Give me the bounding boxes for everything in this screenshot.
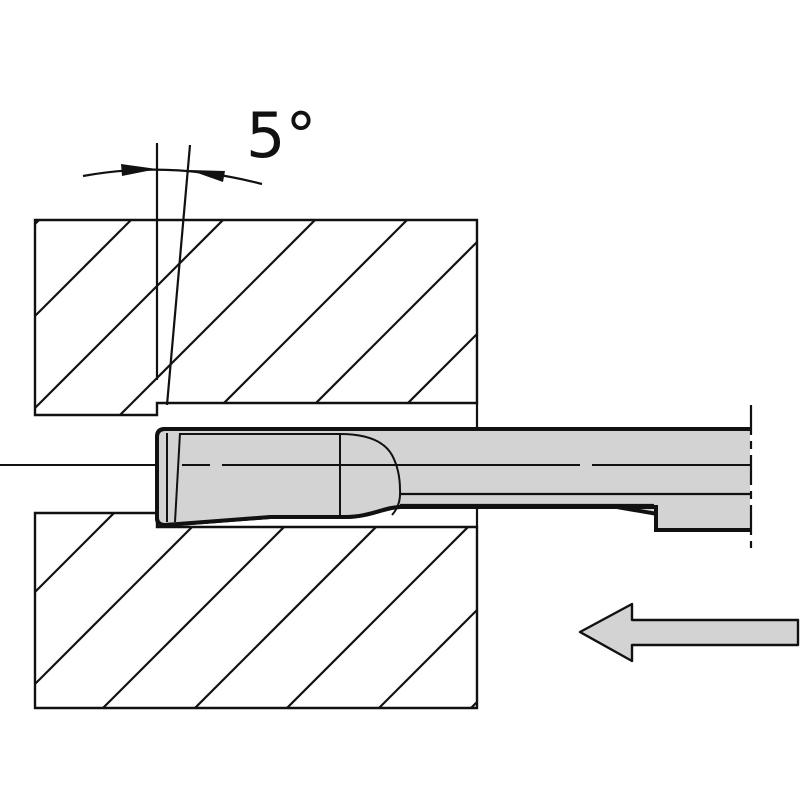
hatch-line bbox=[35, 220, 234, 708]
tool-lines bbox=[155, 427, 750, 532]
tool-fill bbox=[159, 431, 750, 528]
hatch-line bbox=[35, 220, 142, 708]
arrowhead-right-icon bbox=[189, 170, 225, 182]
hatch-line bbox=[366, 220, 477, 708]
angle-label: 5° bbox=[246, 99, 316, 172]
hatch-line bbox=[274, 220, 477, 708]
angle-dimension bbox=[82, 143, 263, 406]
feed-direction-arrow-icon bbox=[578, 602, 800, 663]
arrowhead-left-icon bbox=[121, 164, 157, 176]
